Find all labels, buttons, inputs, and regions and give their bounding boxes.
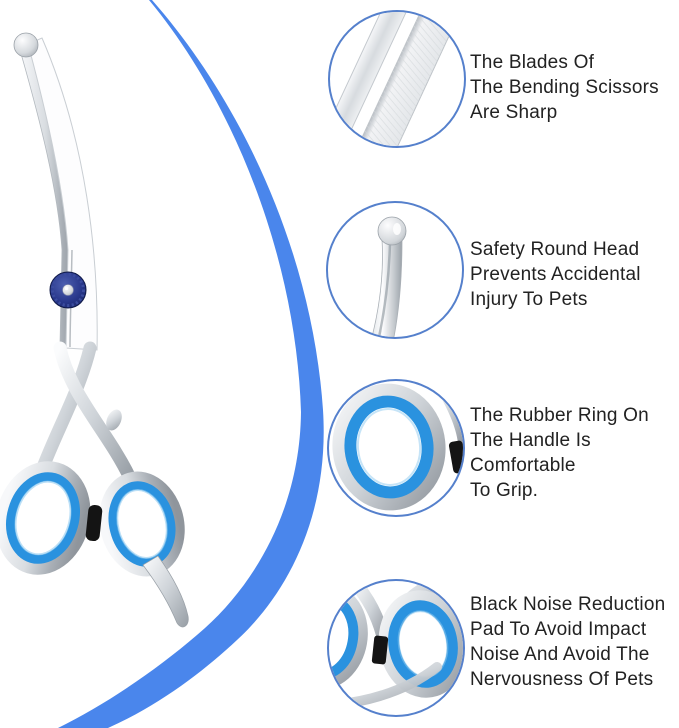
feature-line: The Handle Is	[470, 430, 591, 451]
feature-line: Pad To Avoid Impact	[470, 619, 647, 640]
feature-line: Nervousness Of Pets	[470, 669, 654, 690]
noise-pad-black	[371, 635, 389, 665]
feature-line: Prevents Accidental	[470, 264, 641, 285]
thumb-rest-bump	[106, 409, 122, 431]
ring-inner-highlight	[356, 408, 422, 486]
scissors-photo	[0, 32, 189, 628]
blade-closeup-image	[330, 12, 464, 146]
blade-seam-line	[69, 249, 73, 348]
feature-text-rubber-ring: The Rubber Ring On The Handle Is Comfort…	[470, 403, 676, 503]
shank-to-right-ring	[53, 341, 137, 485]
feature-line: The Blades Of	[470, 52, 595, 73]
shank-to-left-ring	[35, 341, 97, 477]
feature-text-noise-pad: Black Noise Reduction Pad To Avoid Impac…	[470, 592, 676, 692]
scissor-front-blade	[27, 37, 98, 351]
noise-pad-sliver	[448, 440, 463, 474]
callout-circle-round-head	[326, 201, 464, 339]
callout-circle-rubber-ring	[327, 379, 465, 517]
round-head-ball-tip	[13, 32, 39, 58]
feature-text-blades: The Blades Of The Bending Scissors Are S…	[470, 50, 676, 125]
plain-blade	[330, 12, 425, 146]
feature-line: Injury To Pets	[470, 289, 588, 310]
rod-seam	[377, 242, 392, 337]
noise-reduction-pad	[85, 504, 103, 542]
feature-line: Safety Round Head	[470, 239, 640, 260]
finger-rest-tang	[142, 555, 189, 628]
feature-line: Are Sharp	[470, 102, 558, 123]
rubber-ring-closeup-image	[332, 383, 463, 511]
noise-pad-closeup-image	[329, 581, 463, 710]
ring-outer-silver	[332, 383, 446, 511]
tension-screw-knob	[49, 271, 87, 309]
feature-line: To Grip.	[470, 480, 539, 501]
right-finger-ring	[99, 471, 185, 577]
ring-rubber-blue	[344, 395, 434, 499]
feature-line: Comfortable	[470, 455, 576, 476]
callout-circle-noise-pad	[327, 579, 465, 717]
feature-line: The Rubber Ring On	[470, 405, 649, 426]
feature-line: The Bending Scissors	[470, 77, 659, 98]
feature-line: Noise And Avoid The	[470, 644, 650, 665]
callout-circle-blades	[328, 10, 466, 148]
round-head-closeup-image	[371, 216, 407, 337]
ball-highlight	[393, 223, 401, 235]
feature-line: Black Noise Reduction	[470, 594, 666, 615]
round-head-ball	[377, 216, 407, 246]
left-finger-ring	[0, 461, 91, 575]
feature-text-round-head: Safety Round Head Prevents Accidental In…	[470, 237, 676, 312]
